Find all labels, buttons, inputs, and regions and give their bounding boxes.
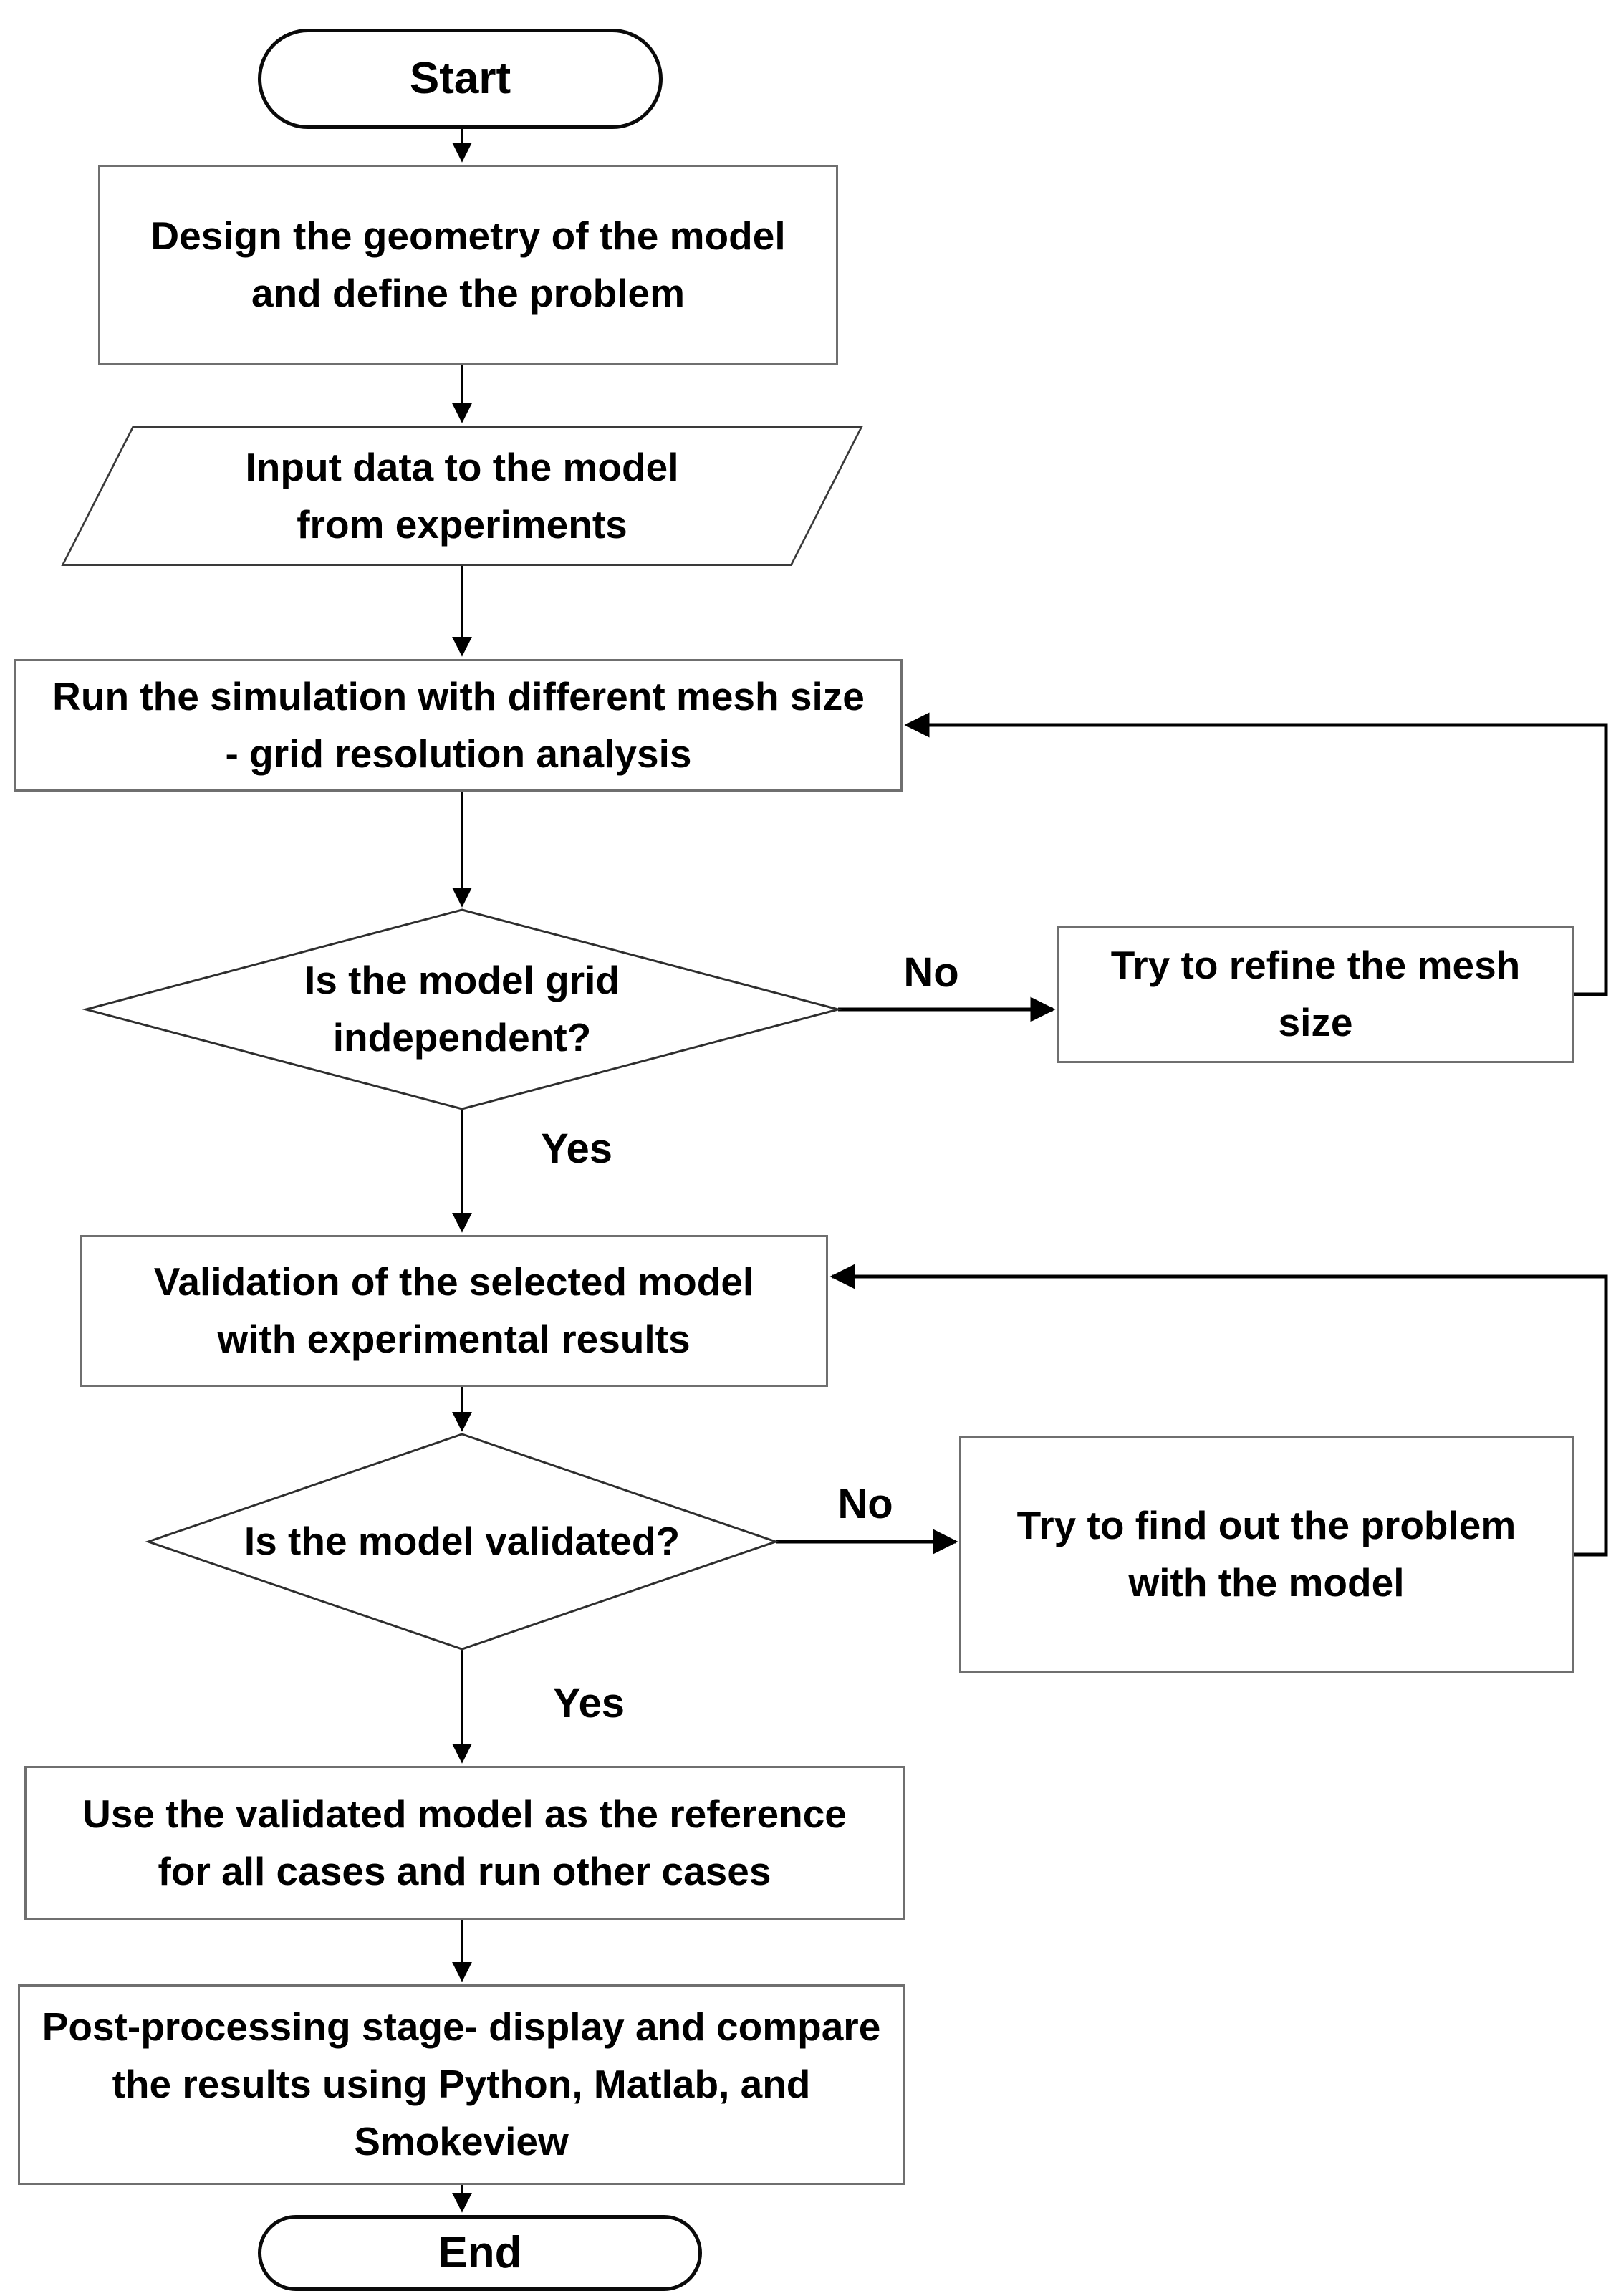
find-problem-label: Try to find out the problem with the mod… bbox=[1016, 1503, 1516, 1605]
run-label: Run the simulation with different mesh s… bbox=[52, 673, 865, 776]
grid-no-label: No bbox=[903, 948, 959, 996]
node-validation bbox=[80, 1235, 828, 1387]
edge-loop-findproblem-to-validation bbox=[829, 1264, 1608, 1557]
use-model-label: Use the validated model as the reference… bbox=[82, 1791, 847, 1893]
valid-no-label: No bbox=[837, 1480, 893, 1527]
node-end bbox=[258, 2215, 702, 2291]
node-grid-decision-diamond bbox=[82, 908, 842, 1110]
grid-yes-label: Yes bbox=[541, 1125, 612, 1172]
node-design bbox=[98, 165, 838, 365]
refine-label: Try to refine the mesh size bbox=[1110, 943, 1521, 1044]
node-refine-mesh bbox=[1057, 926, 1574, 1063]
end-label: End bbox=[438, 2228, 522, 2278]
valid-yes-label: Yes bbox=[553, 1679, 625, 1726]
design-label: Design the geometry of the model and def… bbox=[150, 213, 786, 315]
validated-decision-label: Is the model validated? bbox=[244, 1519, 680, 1564]
node-post-processing bbox=[18, 1984, 905, 2185]
node-validated-decision-diamond bbox=[145, 1433, 779, 1651]
node-run-simulation bbox=[14, 659, 903, 792]
node-find-problem bbox=[959, 1436, 1574, 1673]
edge-loop-refine-to-run bbox=[904, 712, 1608, 996]
post-processing-label: Post-processing stage- display and compa… bbox=[42, 2004, 881, 2163]
node-start bbox=[258, 29, 663, 129]
node-use-model bbox=[24, 1766, 905, 1920]
grid-decision-label: Is the model grid independent? bbox=[304, 958, 620, 1060]
start-label: Start bbox=[409, 54, 511, 104]
input-label: Input data to the model from experiments bbox=[245, 444, 679, 547]
validation-label: Validation of the selected model with ex… bbox=[153, 1259, 754, 1361]
